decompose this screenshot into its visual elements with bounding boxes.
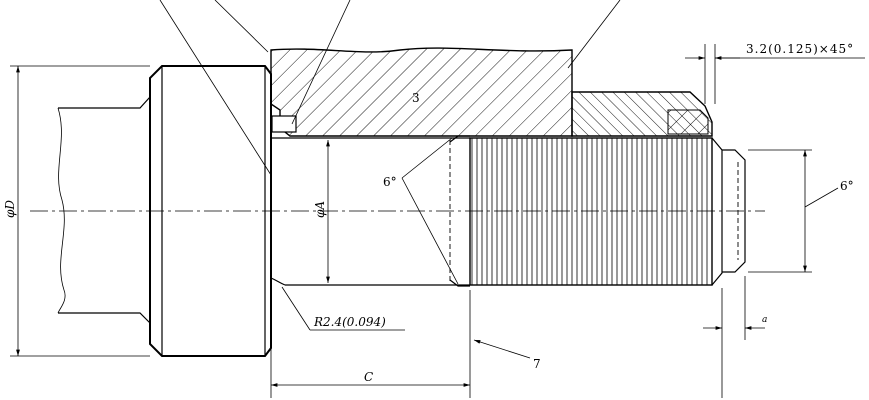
chamfer-dimension: 3.2(0.125)×45°: [685, 42, 865, 104]
dim-right-diameter: 6°: [748, 149, 854, 273]
angle-right-label: 6°: [840, 179, 854, 193]
dim-d-label: φD: [3, 200, 17, 218]
housing-section: [270, 47, 713, 137]
shaft: [270, 135, 470, 287]
dim-c-label: C: [364, 370, 373, 384]
leader-lines: [159, 0, 621, 176]
threaded-section: [469, 137, 746, 286]
dim-phi-a: φA: [313, 140, 330, 283]
head: [149, 65, 272, 357]
radius-note: R2.4(0.094): [281, 286, 405, 331]
section-mark-3: 3: [412, 91, 420, 105]
angle-left-label: 6°: [383, 175, 397, 189]
reference-7: 7: [473, 339, 541, 371]
small-dim-label: a: [762, 315, 767, 325]
angle-left: 6°: [383, 137, 459, 285]
shank: [57, 96, 151, 324]
dim-a-label: φA: [313, 201, 327, 218]
dim-c: C: [270, 290, 471, 398]
dim-small: a: [703, 276, 767, 398]
chamfer-note: 3.2(0.125)×45°: [746, 42, 854, 56]
reference-7-label: 7: [533, 357, 541, 371]
radius-label: R2.4(0.094): [313, 315, 386, 329]
dim-phi-d: φD: [3, 65, 150, 357]
